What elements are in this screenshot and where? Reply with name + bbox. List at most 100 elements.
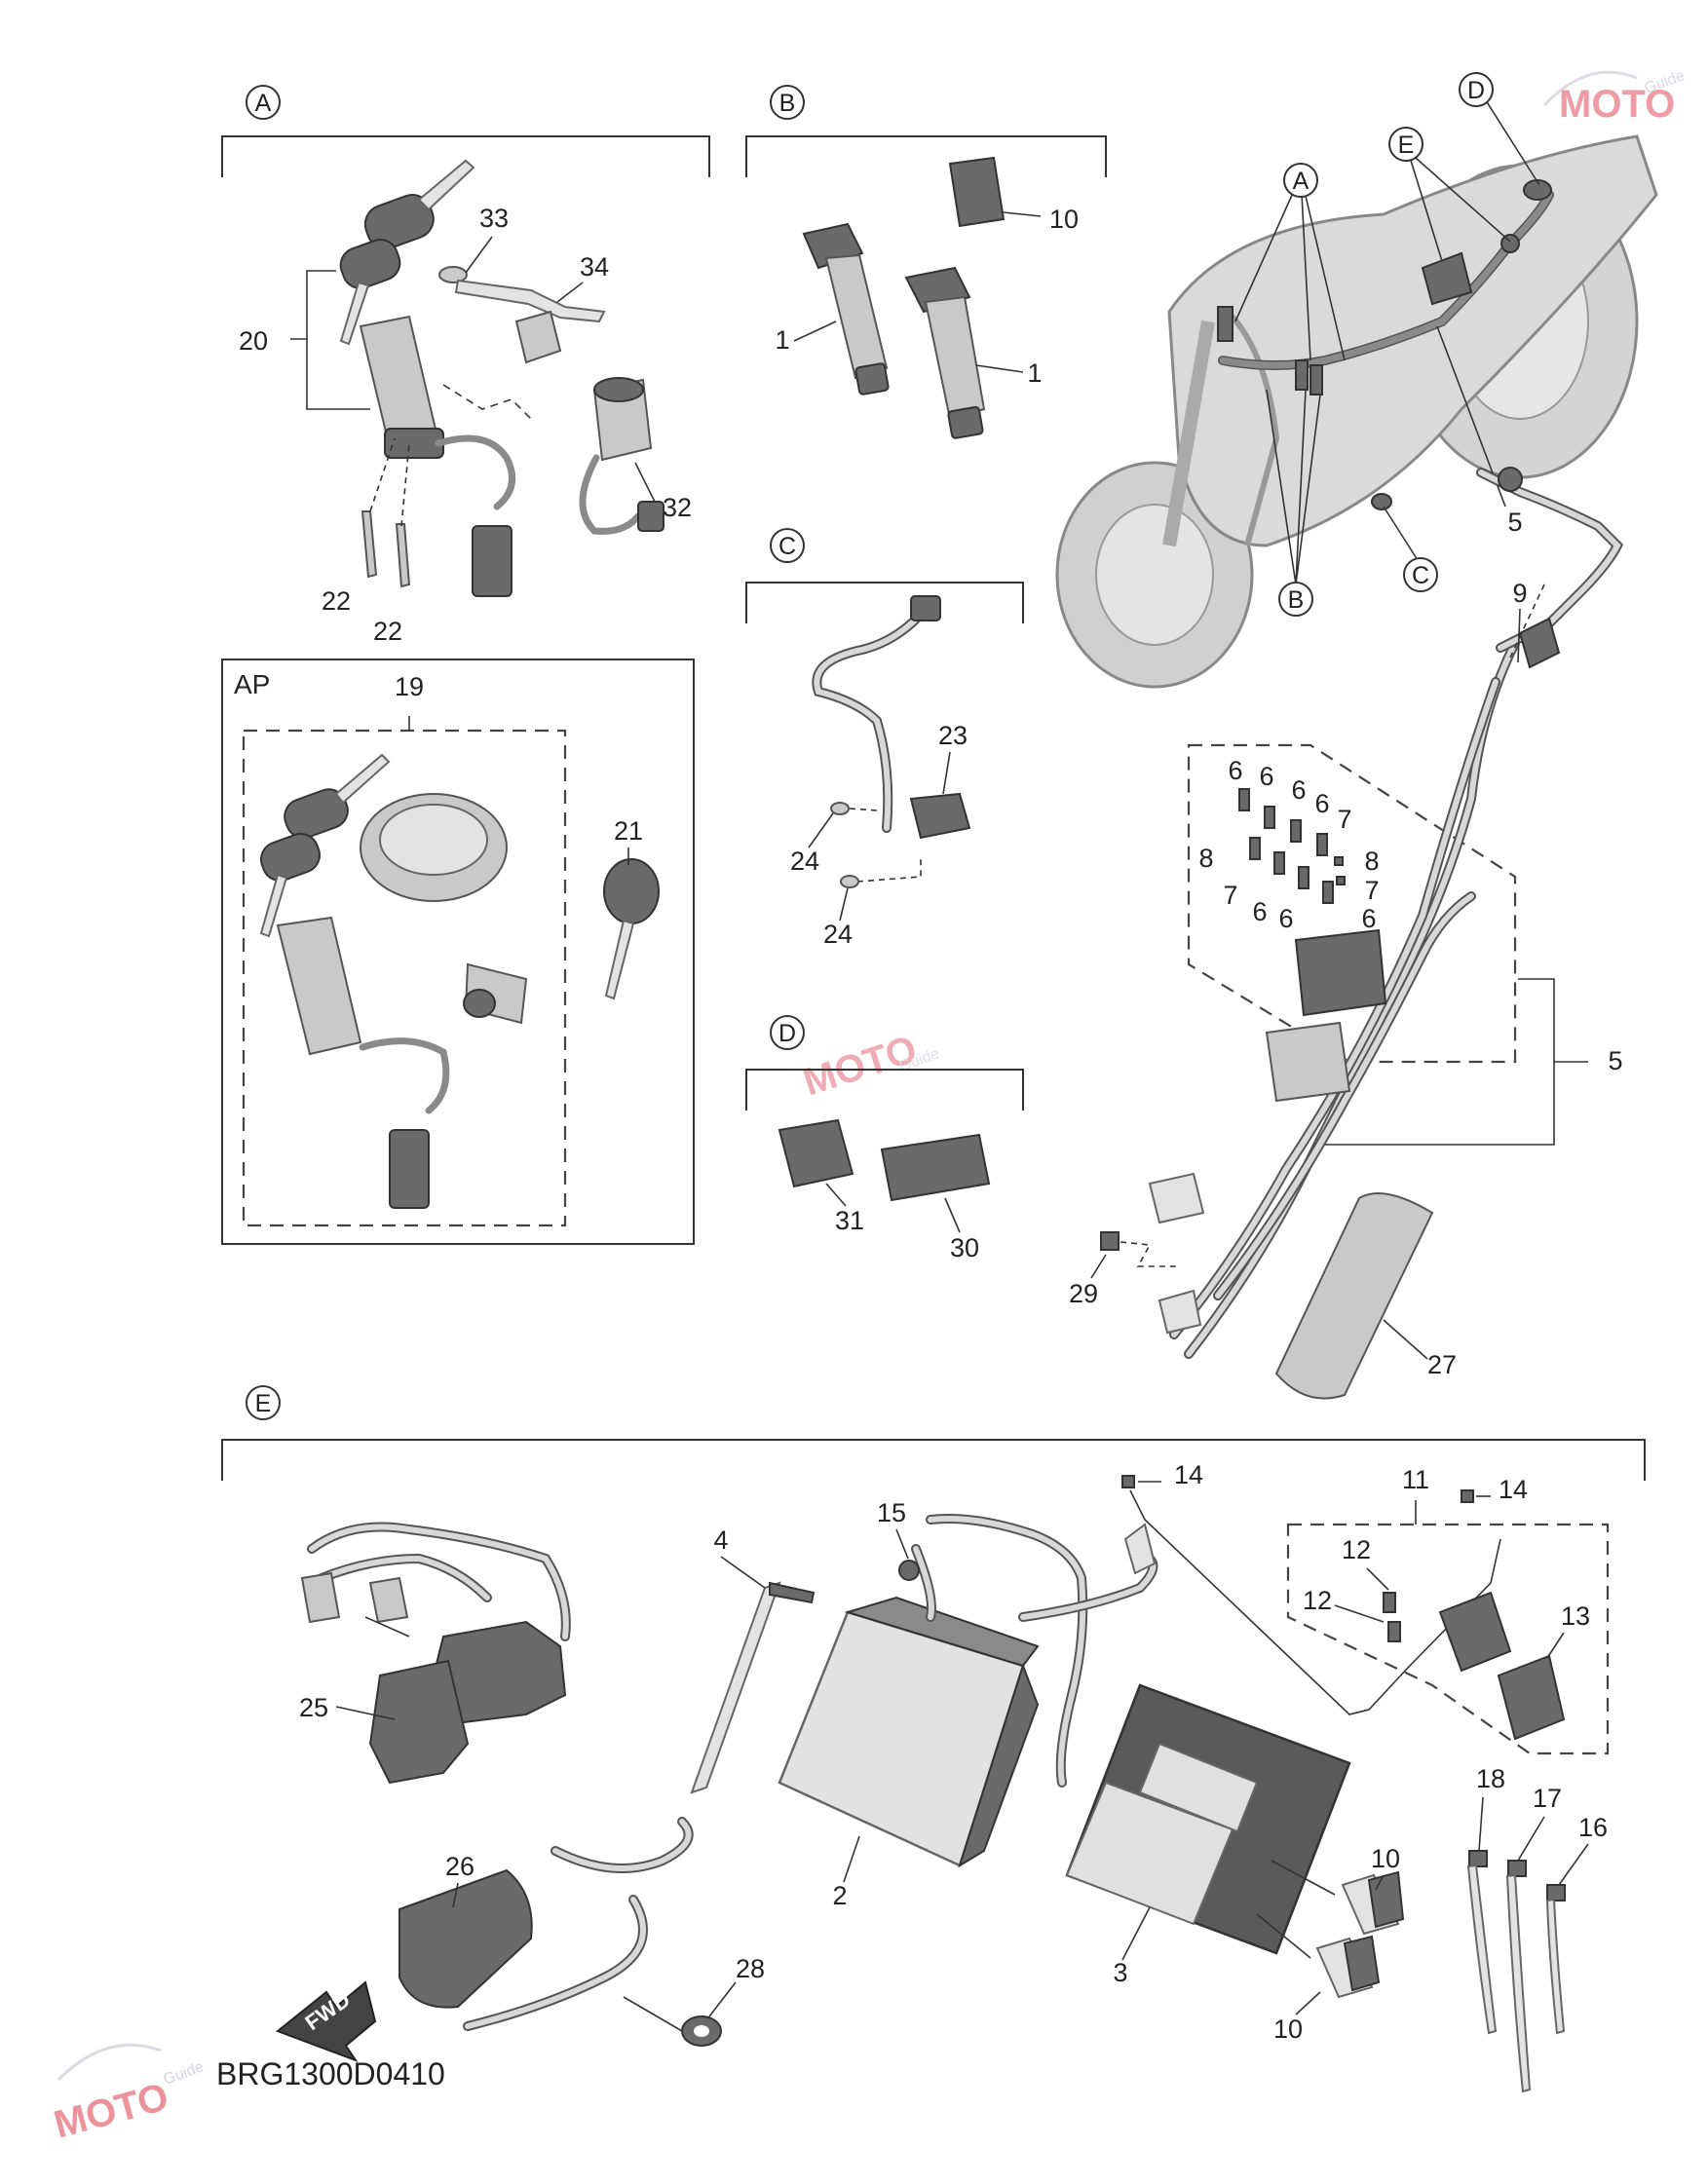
watermark-bottom-left: MOTO Guide — [50, 2043, 207, 2147]
callout-13: 13 — [1561, 1601, 1590, 1631]
watermark-brand-top: MOTO — [1559, 83, 1675, 126]
callout-27: 27 — [1427, 1350, 1457, 1379]
relay-part — [778, 1118, 854, 1188]
fuse-part — [1383, 1592, 1396, 1613]
callout-31: 31 — [835, 1206, 864, 1235]
section-d-marker — [770, 1015, 805, 1050]
ap-kit-dashed-box — [242, 729, 567, 1227]
callout-12-top: 12 — [1342, 1535, 1371, 1564]
callout-20: 20 — [239, 326, 268, 356]
screw-part — [361, 510, 378, 579]
callout-6-b: 6 — [1259, 762, 1273, 791]
callout-6-g: 6 — [1361, 904, 1376, 933]
section-e-bracket — [221, 1439, 1646, 1481]
callout-7-b: 7 — [1223, 881, 1237, 910]
ap-box-frame — [221, 659, 695, 1245]
callout-9: 9 — [1512, 579, 1527, 608]
callout-19: 19 — [395, 672, 424, 701]
wire-harness: 9 6 6 6 6 7 8 8 7 7 6 6 6 5 2 — [1069, 467, 1624, 1400]
ap-label: AP — [234, 669, 270, 699]
watermark-sub-bottom: Guide — [162, 2058, 207, 2089]
callout-1-right: 1 — [1027, 358, 1042, 388]
control-unit-part — [880, 1133, 991, 1202]
callout-26: 26 — [445, 1852, 474, 1881]
section-a: A — [221, 85, 710, 646]
starter-relay-part — [1438, 1591, 1512, 1673]
leader-20 — [290, 270, 370, 410]
harness-terminal-dashed-box — [1187, 743, 1517, 1064]
section-c-letter: C — [778, 533, 796, 560]
section-b-bracket — [745, 135, 1107, 177]
callout-6-f: 6 — [1278, 904, 1293, 933]
callout-29: 29 — [1069, 1279, 1098, 1308]
callout-25: 25 — [299, 1693, 328, 1722]
watermark-top-right: MOTO Guide — [1542, 67, 1688, 126]
callout-24-lower: 24 — [823, 920, 853, 949]
section-a-bracket — [221, 135, 710, 177]
relay-part — [948, 156, 1006, 228]
coupler-cover-part — [399, 1868, 533, 2009]
callout-22-right: 22 — [373, 617, 402, 646]
callout-33: 33 — [479, 204, 509, 233]
callout-3: 3 — [1113, 1958, 1127, 1987]
callout-8-right: 8 — [1364, 847, 1379, 876]
ignition-coil-part — [802, 222, 890, 395]
callout-17: 17 — [1533, 1784, 1562, 1813]
callout-10-e-top: 10 — [1371, 1844, 1400, 1873]
sensor-part — [812, 595, 971, 883]
screw-part — [395, 523, 411, 588]
section-d: D 31 30 — [745, 1015, 1024, 1262]
diagram-code: BRG1300D0410 — [216, 2056, 445, 2091]
terminal-bolt-part — [898, 1560, 920, 1581]
callout-6-a: 6 — [1228, 756, 1242, 785]
section-a-marker — [246, 85, 281, 120]
ignition-key-part — [339, 159, 475, 346]
ap-kit-box: AP 19 21 — [221, 659, 695, 1245]
overview-marker-b: B — [1288, 586, 1305, 614]
callout-32: 32 — [663, 493, 692, 522]
leader-5 — [1325, 978, 1588, 1146]
callout-23: 23 — [938, 721, 968, 750]
bracket-part — [438, 266, 606, 420]
callout-5-harness: 5 — [1608, 1046, 1622, 1075]
callout-5-overview: 5 — [1507, 508, 1522, 537]
callout-4: 4 — [713, 1525, 728, 1555]
section-e-marker — [246, 1385, 281, 1420]
starter-relay-part — [1497, 1654, 1566, 1741]
callout-30: 30 — [950, 1233, 979, 1262]
motorcycle-overview: A B C D E 5 — [1055, 72, 1658, 689]
section-b-letter: B — [779, 90, 796, 117]
junction-block-part — [300, 1522, 571, 1785]
bolt-part — [840, 875, 859, 888]
callout-12-left: 12 — [1303, 1586, 1332, 1615]
section-c-marker — [770, 528, 805, 563]
forward-arrow: FWD — [276, 1980, 377, 2063]
watermark-brand-bottom: MOTO — [50, 2075, 173, 2146]
fuse-part — [1387, 1621, 1401, 1642]
section-b-marker — [770, 85, 805, 120]
clip-part — [1100, 1231, 1120, 1251]
callout-21: 21 — [614, 816, 643, 846]
battery-part — [778, 1514, 1158, 1868]
callout-6-d: 6 — [1314, 789, 1329, 818]
section-a-letter: A — [255, 90, 272, 117]
callout-10-e-bottom: 10 — [1273, 2015, 1303, 2044]
overview-marker-d: D — [1467, 77, 1485, 104]
overview-marker-a: A — [1293, 168, 1309, 195]
callout-22-left: 22 — [322, 586, 351, 616]
ignition-coil-part — [904, 266, 986, 439]
callout-18: 18 — [1476, 1764, 1505, 1793]
callout-8-left: 8 — [1198, 844, 1213, 873]
terminal-group — [1238, 788, 1346, 904]
callout-7-a: 7 — [1337, 805, 1351, 834]
callout-7-c: 7 — [1364, 876, 1379, 905]
callout-6-e: 6 — [1252, 897, 1267, 926]
cable-tie-part — [1466, 1850, 1498, 2035]
section-c: C 23 24 24 — [745, 528, 1024, 949]
cable-tie-part — [1505, 1860, 1532, 2093]
callout-28: 28 — [736, 1954, 765, 1983]
callout-2: 2 — [832, 1881, 847, 1910]
callout-1-left: 1 — [775, 325, 789, 355]
cable-tie-part — [1545, 1884, 1566, 2035]
starter-relay-dashed-box — [1286, 1523, 1610, 1755]
